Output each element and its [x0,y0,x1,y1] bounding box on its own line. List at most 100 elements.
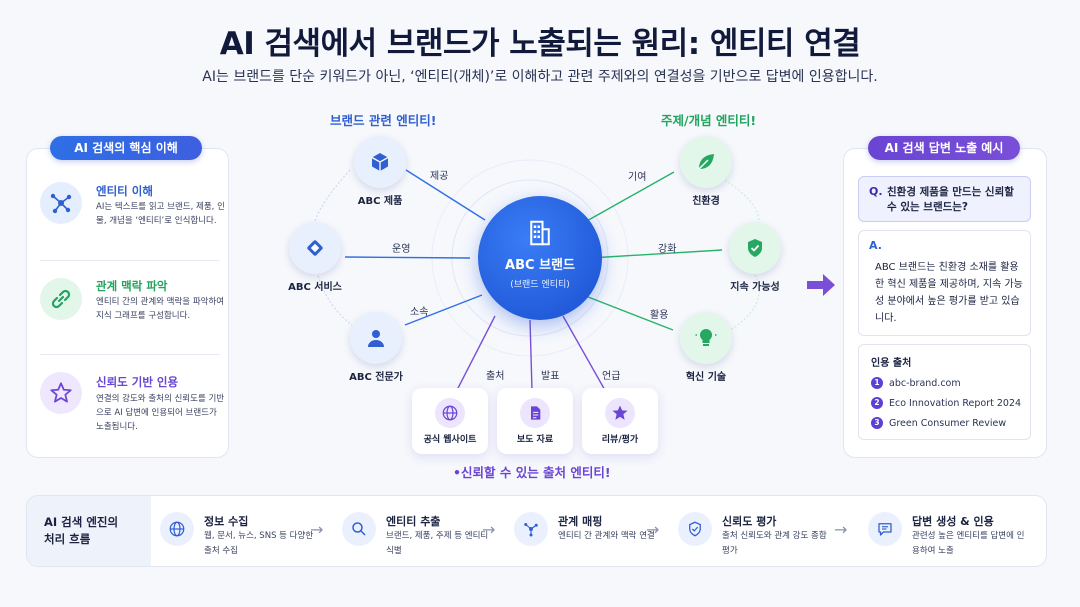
edge-label: 기여 [628,172,647,183]
star-icon [40,372,82,414]
leaf-icon [680,136,732,188]
lp-item-desc-2: 엔티티 간의 관계와 맥락을 파악하여 지식 그래프를 구성합니다. [96,297,225,321]
node-review: 리뷰/평가 [582,388,658,454]
edge-label: 제공 [430,171,449,182]
source-num: 2 [871,397,883,409]
globe-icon [435,398,465,428]
edge-label: 출처 [486,371,505,382]
diamond-icon [289,222,341,274]
lightbulb-icon [680,312,732,364]
a-prefix: A. [869,239,882,252]
edge-label: 강화 [658,244,677,255]
step-desc: 관련성 높은 엔티티를 답변에 인용하여 노출 [912,531,1025,556]
edge-label: 운영 [392,244,411,255]
node-label: 혁신 기술 [685,372,727,383]
network-icon [40,182,82,224]
node-abc-expert: ABC 전문가 [336,312,416,383]
lp-item-desc-1: AI는 텍스트를 읽고 브랜드, 제품, 인물, 개념을 ‘엔티티’로 인식합니… [96,202,225,226]
globe-icon [160,512,194,546]
source-item[interactable]: 3 Green Consumer Review [871,417,1006,429]
cube-icon [354,136,406,188]
topic-group-label: 주제/개념 엔티티! [661,113,757,128]
flow-step-4: 신뢰도 평가 출처 신뢰도와 관계 강도 종합 평가 [678,506,828,566]
shield-icon [678,512,712,546]
shield-check-icon [729,222,781,274]
flow-arrow-icon: → [310,520,324,539]
divider [40,260,220,261]
node-sustainability: 지속 가능성 [715,222,795,293]
step-desc: 브랜드, 제품, 주제 등 엔티티 식별 [386,531,489,556]
flow-label: AI 검색 엔진의 처리 흐름 [44,515,119,546]
graph-icon [514,512,548,546]
link-icon [40,278,82,320]
q-prefix: Q. [869,185,883,198]
source-group-label: •신뢰할 수 있는 출처 엔티티! [453,465,611,480]
source-num: 1 [871,377,883,389]
node-abc-service: ABC 서비스 [275,222,355,293]
step-title: 신뢰도 평가 [722,515,777,528]
flow-step-2: 엔티티 추출 브랜드, 제품, 주제 등 엔티티 식별 [342,506,492,566]
sources-heading: 인용 출처 [871,358,912,369]
person-icon [350,312,402,364]
left-panel-heading: AI 검색의 핵심 이해 [50,136,202,160]
flow-step-3: 관계 매핑 엔티티 간 관계와 맥락 연결 [514,506,664,566]
arrow-right-icon [807,274,835,296]
brand-group-label: 브랜드 관련 엔티티! [330,113,437,128]
lp-item-title-1: 엔티티 이해 [96,184,153,198]
node-label: 지속 가능성 [730,282,780,293]
source-text: abc-brand.com [889,377,961,389]
lp-item-title-2: 관계 맥락 파악 [96,279,168,293]
step-title: 엔티티 추출 [386,515,441,528]
edge-label: 언급 [602,371,621,382]
node-label: ABC 제품 [357,196,403,207]
node-label: 공식 웹사이트 [423,435,477,445]
node-label: 리뷰/평가 [601,435,639,445]
building-icon [530,220,550,246]
sources-box: 인용 출처 1 abc-brand.com 2 Eco Innovation Rep… [858,344,1031,440]
right-panel-heading: AI 검색 답변 노출 예시 [868,136,1020,160]
step-title: 정보 수집 [204,515,249,528]
flow-step-5: 답변 생성 & 인용 관련성 높은 엔티티를 답변에 인용하여 노출 [868,506,1038,566]
node-abc-product: ABC 제품 [340,136,420,207]
flow-arrow-icon: → [646,520,660,539]
divider [40,354,220,355]
flow-arrow-icon: → [834,520,848,539]
node-innovation: 혁신 기술 [666,312,746,383]
source-text: Green Consumer Review [889,417,1007,429]
node-label: 친환경 [692,196,720,207]
node-label: ABC 전문가 [349,372,403,383]
step-desc: 웹, 문서, 뉴스, SNS 등 다양한 출처 수집 [204,531,314,556]
document-icon [520,398,550,428]
question-box: Q. 친환경 제품을 만드는 신뢰할 수 있는 브랜드는? [858,176,1031,222]
question-text: 친환경 제품을 만드는 신뢰할 수 있는 브랜드는? [887,186,1014,213]
source-text: Eco Innovation Report 2024 [889,397,1022,409]
source-item[interactable]: 1 abc-brand.com [871,377,961,389]
flow-arrow-icon: → [482,520,496,539]
chat-icon [868,512,902,546]
source-num: 3 [871,417,883,429]
lp-item-title-3: 신뢰도 기반 인용 [96,375,179,389]
page-title: AI 검색에서 브랜드가 노출되는 원리: 엔티티 연결 [219,26,861,62]
edge-label: 활용 [650,310,669,321]
step-desc: 출처 신뢰도와 관계 강도 종합 평가 [722,531,827,556]
star-badge-icon [605,398,635,428]
step-desc: 엔티티 간 관계와 맥락 연결 [558,531,655,541]
lp-item-desc-3: 연결의 강도와 출처의 신뢰도를 기반으로 AI 답변에 인용되어 브랜드가 노… [96,394,225,432]
center-title: ABC 브랜드 [505,258,575,273]
flow-label-bg [27,496,151,566]
flow-step-1: 정보 수집 웹, 문서, 뉴스, SNS 등 다양한 출처 수집 [160,506,313,566]
left-panel-items: 엔티티 이해 AI는 텍스트를 읽고 브랜드, 제품, 인물, 개념을 ‘엔티티… [26,148,229,458]
step-title: 관계 매핑 [558,515,603,528]
source-item[interactable]: 2 Eco Innovation Report 2024 [871,397,1021,409]
center-sub: (브랜드 엔티티) [510,280,570,290]
edge-label: 소속 [410,307,429,318]
center-brand-node: ABC 브랜드 (브랜드 엔티티) [478,196,602,320]
node-label: ABC 서비스 [288,282,342,293]
answer-text: ABC 브랜드는 친환경 소재를 활용한 혁신 제품을 제공하며, 지속 가능성… [875,262,1023,324]
edge-label: 발표 [541,371,560,382]
answer-box: A. ABC 브랜드는 친환경 소재를 활용한 혁신 제품을 제공하며, 지속 … [858,230,1031,336]
node-press-release: 보도 자료 [497,388,573,454]
node-label: 보도 자료 [516,435,554,445]
step-title: 답변 생성 & 인용 [912,515,994,528]
